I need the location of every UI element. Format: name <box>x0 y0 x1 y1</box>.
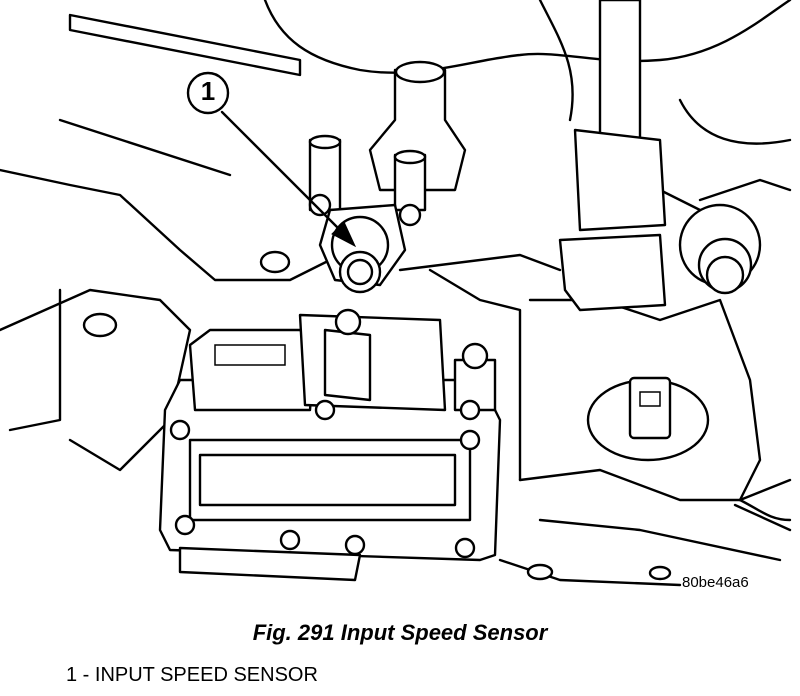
shift-rod <box>558 0 667 312</box>
transmission-diagram <box>0 0 792 587</box>
callout-1 <box>186 71 357 248</box>
legend: 1 - INPUT SPEED SENSOR <box>66 664 318 687</box>
side-boss <box>308 134 427 227</box>
case-fitting <box>368 60 467 192</box>
mounting-holes <box>82 250 672 581</box>
legend-item: 1 - INPUT SPEED SENSOR <box>66 664 318 686</box>
drawing-code: 80be46a6 <box>682 574 749 591</box>
figure-caption: Fig. 291 Input Speed Sensor <box>252 620 548 645</box>
right-bolt <box>678 203 762 295</box>
output-sensor-boss <box>586 376 710 462</box>
input-speed-sensor <box>318 203 407 294</box>
callout-number: 1 <box>200 76 216 106</box>
solenoid-assembly <box>158 308 502 582</box>
